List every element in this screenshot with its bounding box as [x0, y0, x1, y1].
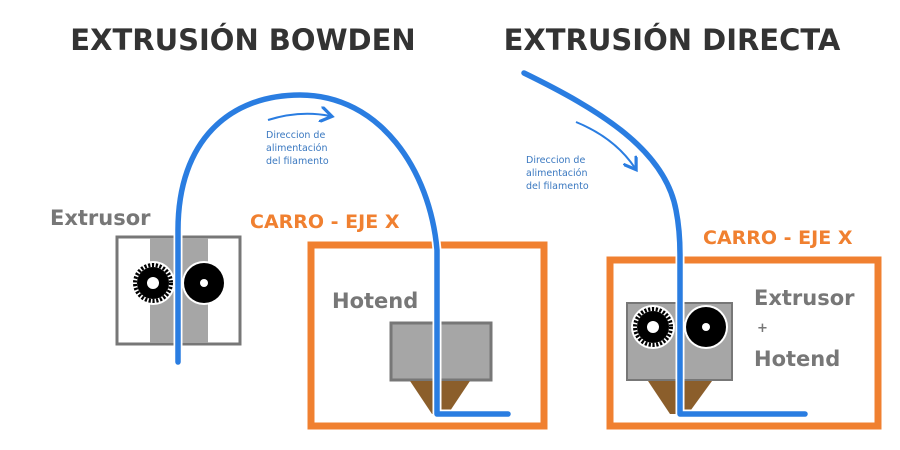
feed-note-line: Direccion de — [266, 130, 325, 141]
carriage-label: CARRO - EJE X — [703, 227, 853, 249]
hotend-label: Hotend — [332, 289, 418, 313]
carriage-label: CARRO - EJE X — [250, 211, 400, 233]
drive-gear-icon — [131, 261, 175, 305]
bowden-section: EXTRUSIÓN BOWDEN Extrusor CARRO - EJE X … — [50, 23, 548, 430]
drive-gear-icon — [631, 305, 675, 349]
combo-label-hotend: Hotend — [754, 347, 840, 371]
feed-note-line: alimentación — [526, 168, 587, 179]
idler-wheel-icon — [182, 261, 226, 305]
direct-title: EXTRUSIÓN DIRECTA — [504, 23, 841, 57]
carriage-box — [606, 256, 882, 430]
feed-note-line: del filamento — [266, 156, 329, 167]
carriage-box — [307, 241, 548, 430]
feed-direction-arrow — [267, 114, 330, 120]
feed-direction-arrow — [575, 121, 635, 168]
bowden-title: EXTRUSIÓN BOWDEN — [70, 23, 415, 57]
extruder-label: Extrusor — [50, 206, 151, 230]
direct-section: EXTRUSIÓN DIRECTA CARRO - EJE X Extrusor… — [504, 23, 882, 430]
feed-note-line: Direccion de — [526, 155, 585, 166]
feed-note-line: alimentación — [266, 143, 327, 154]
combo-label-extrusor: Extrusor — [754, 286, 855, 310]
combo-label-plus: + — [757, 321, 768, 336]
feed-note-line: del filamento — [526, 181, 589, 192]
idler-wheel-icon — [684, 305, 728, 349]
